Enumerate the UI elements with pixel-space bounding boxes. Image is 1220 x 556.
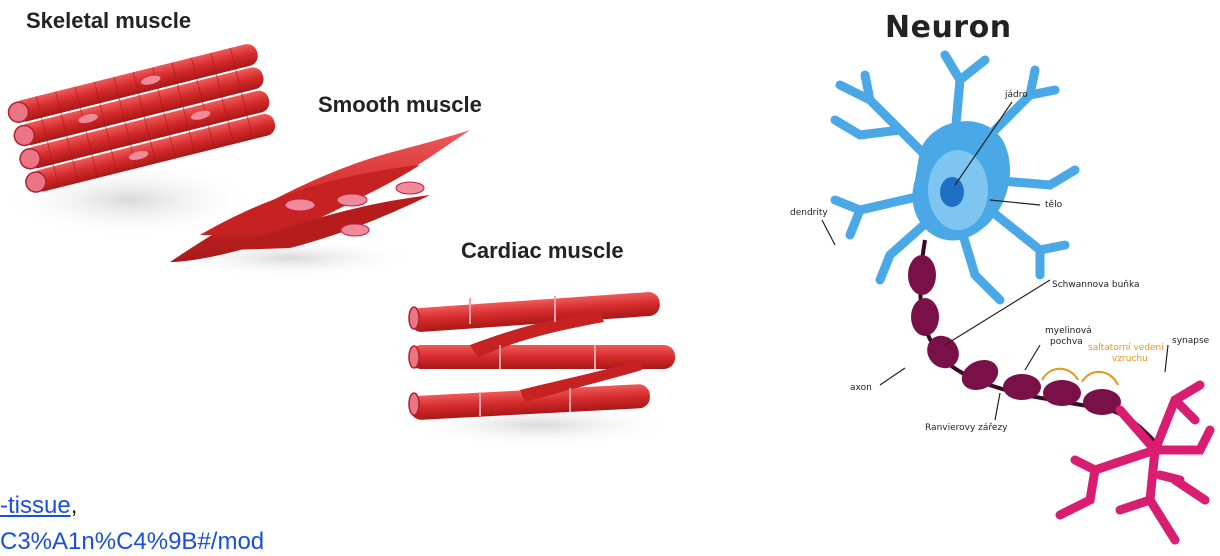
- nucleus: [940, 177, 964, 207]
- synapse-terminals: [1060, 385, 1210, 540]
- skeletal-muscle-title: Skeletal muscle: [26, 8, 191, 34]
- source-link-comma: ,: [71, 492, 78, 519]
- label-axon: axon: [850, 383, 872, 393]
- source-link-line-1[interactable]: -tissue,: [0, 492, 77, 520]
- label-nucleus: jádro: [1004, 90, 1028, 100]
- source-link-text[interactable]: -tissue: [0, 492, 71, 519]
- label-myelin-sheath-2: pochva: [1050, 337, 1083, 347]
- label-myelin-sheath-1: myelinová: [1045, 326, 1092, 336]
- label-synapse: synapse: [1172, 336, 1210, 346]
- cardiac-muscle-illustration: [400, 291, 680, 447]
- label-dendrites: dendrity: [790, 208, 828, 218]
- label-cell-body: tělo: [1045, 200, 1063, 210]
- label-ranvier-nodes: Ranvierovy zářezy: [925, 423, 1008, 433]
- label-schwann-cell: Schwannova buňka: [1052, 279, 1140, 290]
- cardiac-muscle-title: Cardiac muscle: [461, 238, 624, 264]
- smooth-muscle-title: Smooth muscle: [318, 92, 482, 118]
- neuron-illustration: jádro tělo dendrity Schwannova buňka mye…: [790, 55, 1210, 540]
- skeletal-muscle-illustration: [0, 42, 277, 238]
- neuron-title: Neuron: [885, 10, 1012, 45]
- source-link-line-2[interactable]: C3%A1n%C4%9B#/mod: [0, 528, 264, 556]
- label-saltatory-2: vzruchu: [1112, 354, 1148, 364]
- label-saltatory-1: saltatorní vedení: [1088, 343, 1164, 353]
